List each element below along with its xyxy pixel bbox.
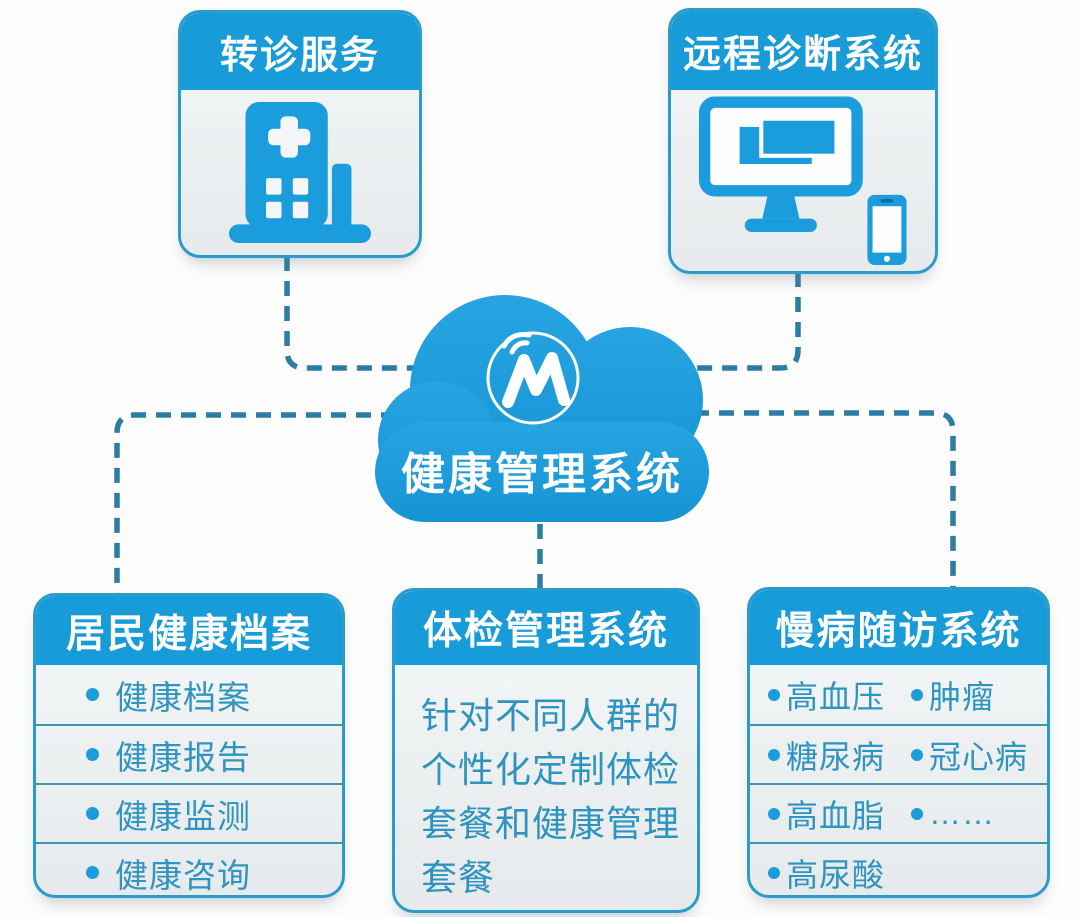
- list-item-label: 肿瘤: [929, 678, 996, 715]
- list-item-row: 糖尿病 冠心病: [750, 724, 1047, 783]
- list-item-label: 冠心病: [929, 738, 1029, 775]
- remote-diagnosis-card: 远程诊断系统: [668, 8, 938, 274]
- monitor-phone-icon: [698, 96, 907, 265]
- bullet-dot: [911, 807, 923, 820]
- list-item: 健康监测: [36, 783, 342, 842]
- list-item: 高血压: [768, 672, 911, 718]
- checkup-system-description: 针对不同人群的 个性化定制体检 套餐和健康管理 套餐: [395, 665, 697, 905]
- description-line: 套餐: [421, 857, 496, 898]
- connector-remote-to-cloud: [688, 272, 801, 371]
- list-item-label: 健康咨询: [115, 856, 251, 894]
- bullet-dot: [911, 688, 923, 701]
- referral-service-body: [181, 90, 419, 255]
- referral-service-title: 转诊服务: [181, 13, 419, 90]
- chronic-followup-card: 慢病随访系统 高血压 肿瘤 糖尿病 冠心病: [747, 587, 1050, 898]
- list-item: 冠心病: [911, 732, 1028, 778]
- description-line: 套餐和健康管理: [421, 803, 681, 844]
- connector-cloud-to-chronic: [694, 410, 956, 589]
- bullet-dot: [768, 807, 780, 820]
- m-signal-logo: [486, 331, 580, 425]
- description-line: 针对不同人群的: [421, 695, 681, 736]
- bullet-dot: [86, 807, 99, 820]
- hospital-icon: [229, 102, 371, 243]
- list-item-row: 高血压 肿瘤: [750, 665, 1047, 724]
- list-item-label: 健康报告: [115, 738, 251, 776]
- connector-cloud-to-records: [114, 412, 396, 595]
- checkup-system-title: 体检管理系统: [395, 591, 697, 665]
- list-item-row: 高血脂 ……: [750, 783, 1047, 842]
- resident-records-title: 居民健康档案: [36, 596, 342, 665]
- list-item: 高血脂: [768, 791, 911, 837]
- resident-records-list: 健康档案 健康报告 健康监测 健康咨询: [36, 665, 342, 895]
- list-item-row: 高尿酸: [750, 842, 1047, 896]
- cloud-title: 健康管理系统: [401, 450, 683, 499]
- bullet-dot: [768, 866, 780, 879]
- chronic-followup-list: 高血压 肿瘤 糖尿病 冠心病 高: [750, 665, 1047, 896]
- list-item-label: ……: [929, 795, 995, 831]
- bullet-dot: [768, 748, 780, 761]
- list-item: 高尿酸: [768, 850, 911, 896]
- list-item: 肿瘤: [911, 672, 995, 718]
- bullet-dot: [768, 688, 780, 701]
- list-item: 健康报告: [36, 724, 342, 783]
- bullet-dot: [86, 866, 99, 879]
- checkup-system-card: 体检管理系统 针对不同人群的 个性化定制体检 套餐和健康管理 套餐: [392, 588, 700, 913]
- list-item-label: 健康档案: [115, 678, 251, 716]
- resident-records-card: 居民健康档案 健康档案 健康报告 健康监测 健康咨询: [33, 593, 345, 898]
- bullet-dot: [911, 748, 923, 761]
- remote-diagnosis-title: 远程诊断系统: [671, 11, 935, 90]
- list-item-label: 高尿酸: [786, 856, 886, 893]
- cloud-shape: [375, 295, 709, 522]
- remote-diagnosis-body: [671, 90, 935, 271]
- description-line: 个性化定制体检: [421, 749, 681, 790]
- list-item-label: 高血脂: [786, 797, 886, 834]
- bullet-dot: [86, 748, 99, 761]
- bullet-dot: [86, 688, 99, 701]
- referral-service-card: 转诊服务: [178, 10, 422, 258]
- list-item: 健康档案: [36, 665, 342, 724]
- list-item: 健康咨询: [36, 842, 342, 895]
- health-management-cloud: [372, 294, 712, 530]
- list-item-label: 糖尿病: [786, 738, 886, 775]
- list-item-label: 高血压: [786, 678, 886, 715]
- list-item-label: 健康监测: [115, 797, 251, 835]
- list-item: 糖尿病: [768, 732, 911, 778]
- connector-referral-to-cloud: [284, 256, 468, 371]
- chronic-followup-title: 慢病随访系统: [750, 590, 1047, 665]
- list-item: ……: [911, 795, 995, 832]
